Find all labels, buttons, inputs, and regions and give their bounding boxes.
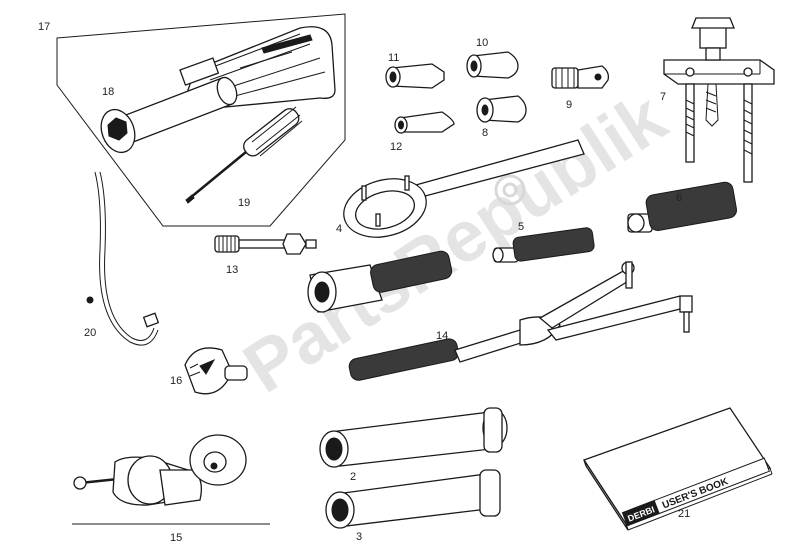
- callout-4: 4: [336, 223, 342, 235]
- callout-6: 6: [676, 192, 682, 204]
- bushing-8: [476, 95, 527, 123]
- watermark-gear-icon: [494, 174, 526, 206]
- bearing-puller: [663, 17, 775, 183]
- tube-3: [325, 469, 501, 529]
- callout-5: 5: [518, 221, 524, 233]
- callout-21: 21: [678, 508, 690, 520]
- bushing-11: [385, 63, 445, 89]
- tube-2: [319, 407, 508, 468]
- bushing-12: [394, 111, 455, 134]
- callout-labels: 17 18 19 11 10 9 7 12 8 6 4 5 13 20 14 1…: [38, 21, 690, 544]
- callout-19: 19: [238, 197, 250, 209]
- bushing-10: [466, 51, 519, 79]
- cutter-tool: [184, 347, 248, 395]
- threaded-adapter: [214, 233, 317, 255]
- callout-15: 15: [170, 532, 182, 544]
- callout-13: 13: [226, 264, 238, 276]
- callout-18: 18: [102, 86, 114, 98]
- callout-20: 20: [84, 327, 96, 339]
- callout-14: 14: [436, 330, 448, 342]
- knurled-drift-5: [492, 227, 595, 263]
- callout-9: 9: [566, 99, 572, 111]
- callout-17: 17: [38, 21, 50, 33]
- callout-11: 11: [388, 52, 399, 64]
- callout-10: 10: [476, 37, 488, 49]
- flywheel-holder: [348, 261, 693, 381]
- callout-3: 3: [356, 531, 362, 543]
- callout-12: 12: [390, 141, 402, 153]
- cable: [86, 171, 160, 346]
- box-spanner: [100, 57, 238, 154]
- callout-7: 7: [660, 91, 666, 103]
- callout-16: 16: [170, 375, 182, 387]
- puller-set: [72, 434, 270, 525]
- toolkit-bag-group: [56, 13, 346, 227]
- castle-nut-tool: [551, 65, 610, 89]
- callout-2: 2: [350, 471, 356, 483]
- screwdriver: [185, 106, 303, 204]
- callout-8: 8: [482, 127, 488, 139]
- socket-handle: [307, 250, 453, 313]
- pin-spanner: [343, 139, 585, 238]
- knurled-drift-6: [627, 181, 738, 233]
